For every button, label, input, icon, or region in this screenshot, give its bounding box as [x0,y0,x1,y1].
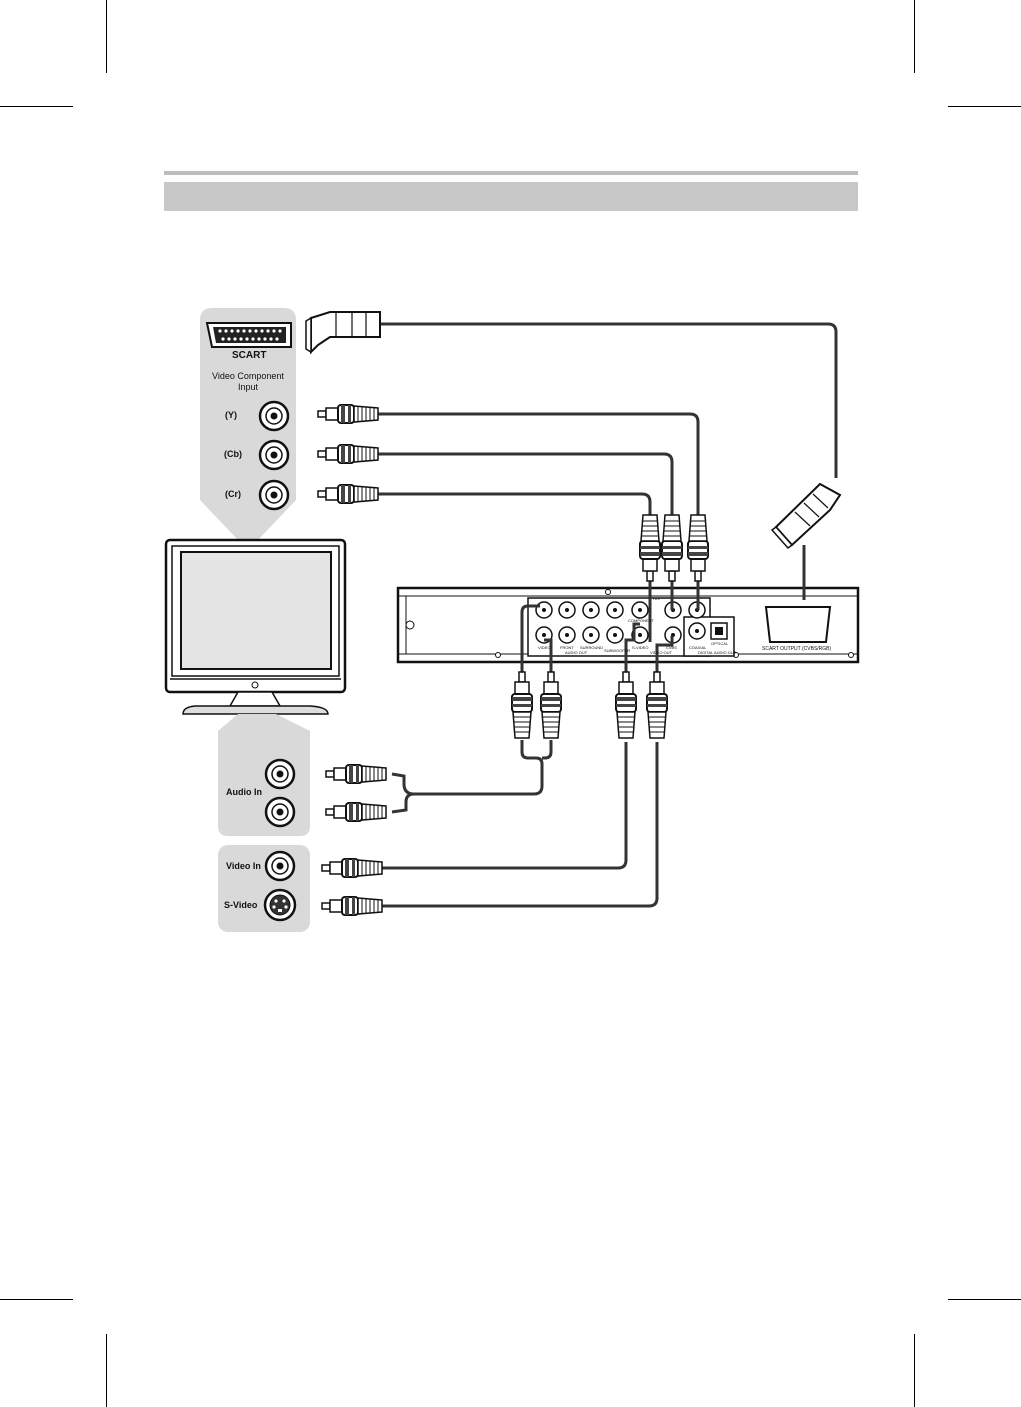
scart-label: SCART [232,350,267,361]
video-plug-icon [321,858,383,878]
y-plug-icon [317,404,379,424]
s-video-label: S-Video [224,900,258,910]
digital-audio-out-label: DIGITAL AUDIO OUT [698,650,737,655]
cr-plug-icon [317,484,379,504]
crop-mark [106,0,107,73]
crop-mark [914,1334,915,1407]
tv-input-panel [200,308,296,540]
video-out-plug-icon [615,671,637,739]
tv-set-icon [164,538,347,715]
front-label: FRONT [560,645,574,650]
tv-audio-panel [218,714,310,836]
scart-socket-icon [205,322,292,348]
crop-mark [948,1299,1021,1300]
tv-video-panel [218,845,310,932]
s-video-jack-icon [263,888,297,922]
video-out-label: VIDEO OUT [650,650,673,655]
scart-plug-icon [305,311,381,355]
component-label: COMPONENT [628,618,654,623]
y-jack-icon [258,400,290,432]
coaxial-label: COAXIAL [689,645,707,650]
audio-in-left-jack-icon [264,758,296,790]
y-label: (Y) [225,410,237,420]
audio-in-label: Audio In [226,787,262,797]
cable-lines [378,322,838,908]
player-back-panel [396,586,860,664]
crop-mark [0,106,73,107]
video-label: VIDEO [538,645,551,650]
scart-output-plug-icon [770,482,842,550]
video-in-jack-icon [264,850,296,882]
s-video-out-plug-icon [646,671,668,739]
component-plugs-icon [639,514,709,582]
yuv-label: YUV [652,596,661,601]
audio-left-plug-icon [325,764,387,784]
s-video-port-label: S-VIDEO [632,645,649,650]
cvbs-label: CVBS [666,645,677,650]
cr-jack-icon [258,479,290,511]
component-title: Video Component Input [212,371,284,392]
section-header-bar [164,182,858,211]
audio-out-label: AUDIO OUT [565,650,588,655]
crop-mark [948,106,1021,107]
cb-label: (Cb) [224,449,242,459]
crop-mark [0,1299,73,1300]
optical-label: OPTICAL [711,641,729,646]
scart-output-label: SCART OUTPUT (CVBS/RGB) [762,646,832,652]
audio-out-plugs-icon [511,671,562,739]
cr-label: (Cr) [225,489,241,499]
crop-mark [914,0,915,73]
subwoofer-label: SUBWOOFER [604,648,631,653]
cb-plug-icon [317,444,379,464]
surround-label: SURROUND [580,645,604,650]
header-rule [164,171,858,175]
video-in-label: Video In [226,861,261,871]
s-video-plug-icon [321,896,383,916]
cb-jack-icon [258,439,290,471]
audio-in-right-jack-icon [264,796,296,828]
crop-mark [106,1334,107,1407]
audio-right-plug-icon [325,802,387,822]
